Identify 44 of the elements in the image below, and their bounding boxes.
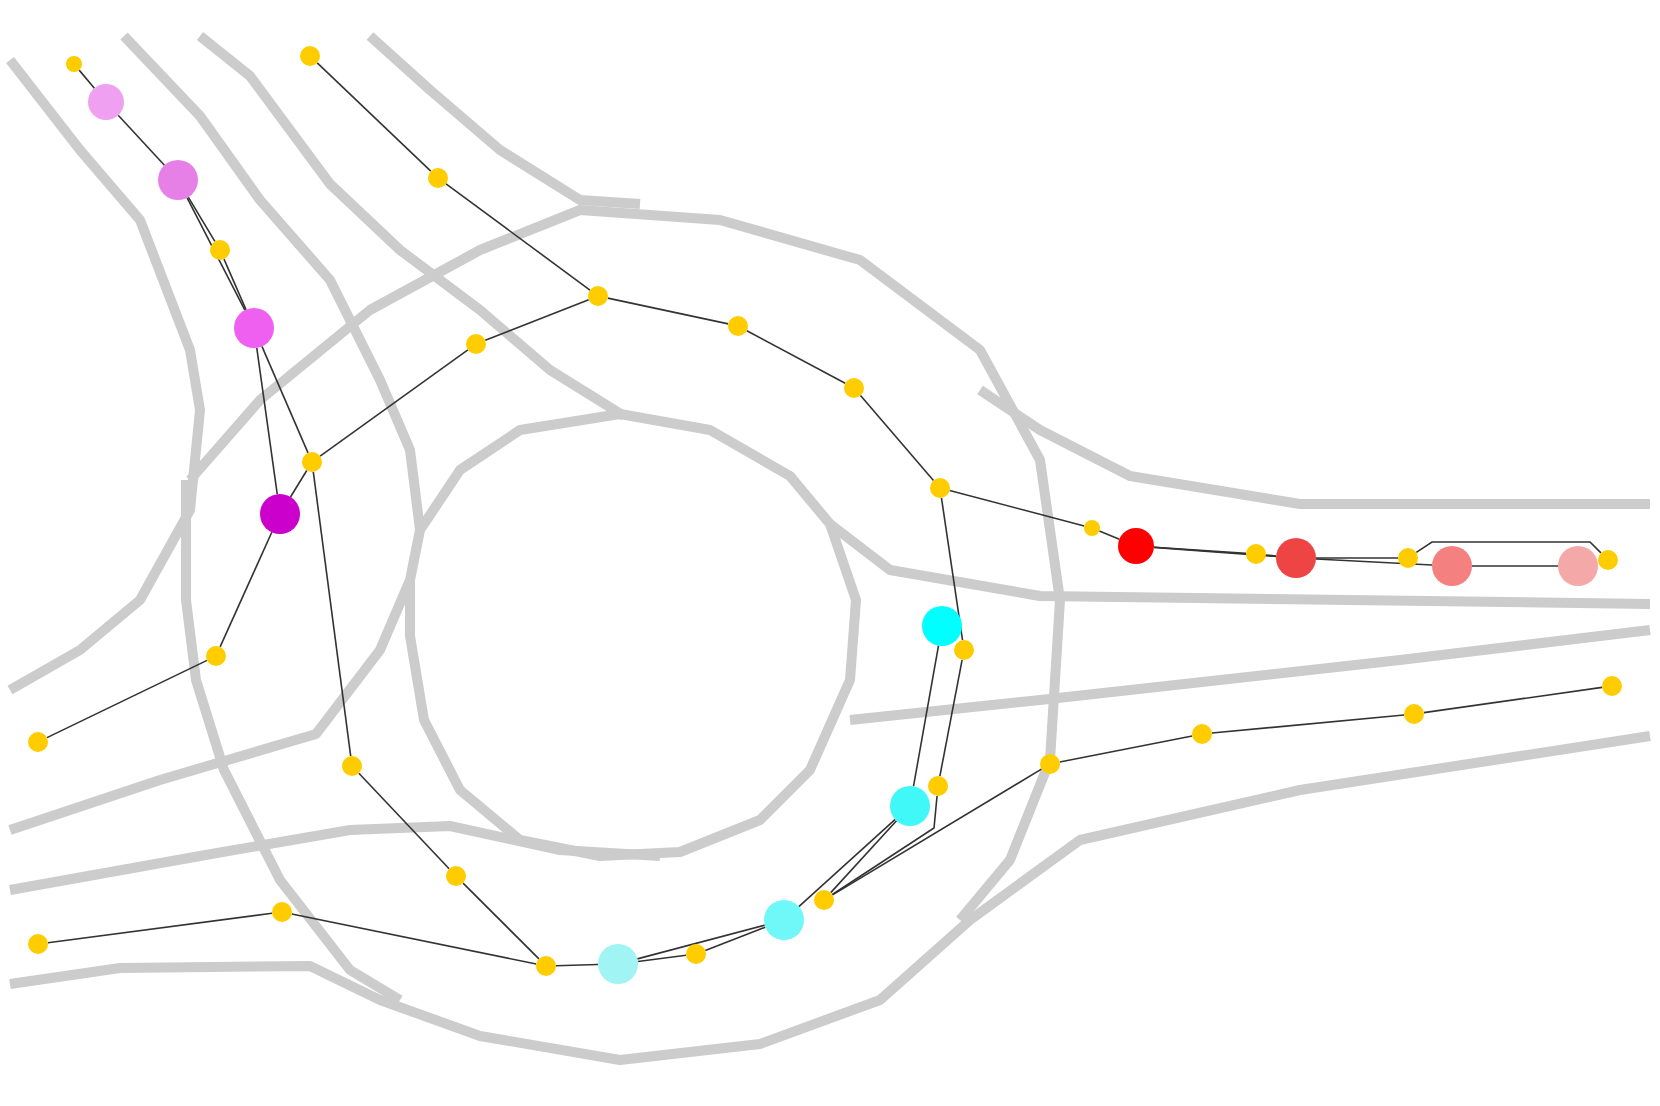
connector-line [462, 882, 540, 960]
connector-line [261, 345, 309, 454]
connector-line [831, 795, 938, 896]
connector-line [117, 114, 166, 167]
connector-line [219, 531, 273, 648]
connector-line [1153, 546, 1247, 555]
connector-line [636, 924, 766, 960]
connector-line [637, 954, 687, 963]
connector-line [912, 644, 940, 788]
connector-line [859, 394, 935, 482]
connector-line [555, 963, 599, 967]
connector-line [358, 772, 450, 870]
connector-line [186, 197, 246, 311]
connector-line [1315, 557, 1399, 559]
connector-line [1423, 686, 1603, 714]
connector-line [1415, 541, 1602, 554]
connector-line [312, 471, 352, 757]
connector-line [1315, 558, 1433, 566]
connector-line [831, 768, 1043, 896]
connector-line [1471, 565, 1559, 567]
connector-line [1059, 735, 1193, 763]
connector-line [1098, 530, 1121, 540]
connector-line [948, 489, 1086, 527]
connector-line [319, 349, 469, 457]
connector-line [78, 69, 96, 90]
connector-line [187, 196, 216, 243]
connector-line [798, 818, 896, 908]
connector-line [255, 347, 279, 495]
connector-line [940, 497, 964, 641]
connector-line [1211, 714, 1405, 734]
connector-line [939, 659, 963, 777]
connector-line [445, 183, 591, 291]
connector-line [1153, 546, 1277, 558]
connector-line [484, 298, 590, 342]
connector-line [607, 297, 729, 325]
connector-line [704, 926, 767, 952]
connector-line [829, 819, 898, 894]
connector-line [46, 659, 208, 739]
connector-line [289, 469, 308, 498]
connector-line [47, 912, 273, 944]
connector-line [291, 913, 537, 965]
connector-line [223, 258, 247, 311]
connector-line [746, 329, 846, 385]
connector-line [316, 62, 432, 172]
